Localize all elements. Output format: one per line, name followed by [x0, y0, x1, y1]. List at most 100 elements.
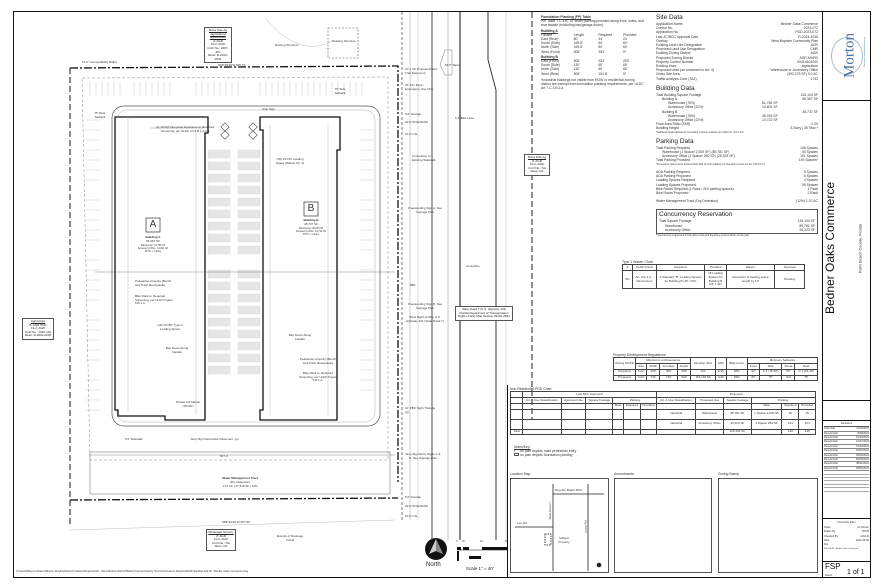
overlap-label: 5.0' Overlap — [405, 112, 422, 116]
sign-b-label: Freestanding Sign B, See Signage Plan — [407, 302, 443, 310]
pbc-sign-label: 10' PBC Sight Triangle, typ. — [405, 406, 436, 414]
neighbor-line: FLU: AGR — [211, 42, 225, 47]
row-buffer-label: 20.0' ROW Buffer — [405, 120, 429, 124]
building-b-sf: 48,737 SF — [304, 222, 318, 226]
parking-data-title: Parking Data — [656, 137, 694, 145]
site-data-row: Control No.2023-072 — [656, 26, 818, 31]
neighbor-line: FLU: AGR — [214, 537, 228, 542]
dim-total: 667.4' — [220, 454, 229, 458]
notes-item: •on plan depicts main pedestrian entry — [514, 449, 577, 454]
neighbor-line: Z: AGR — [216, 533, 226, 538]
building-a-detail: 35' Ht. | 1-Story — [144, 250, 162, 253]
fp-row: North (Side)130'65'65' — [541, 67, 628, 72]
notes-title: Notes/Key: — [514, 445, 531, 449]
waiver-chart: Type 1 Waiver Chart # ULDC Article Requi… — [622, 260, 805, 289]
subject-property: Subject Property — [558, 536, 570, 544]
concurrency-title: Concurrency Reservation — [659, 211, 733, 219]
neighbor-title: Agriculture — [30, 319, 46, 323]
neighbor-title: Bona Fide Ag — [527, 155, 546, 159]
existing-structure-label-2: Existing Structure — [332, 39, 356, 43]
fp-note: Per Table 7.C.3.B. 10' width planting pr… — [541, 19, 644, 28]
neighbor-box-east: Bona Fide Ag Z: AGR FLU: AGR Cntrl No.: … — [524, 154, 550, 176]
neighbor-box-south: Wholesale Nursery Z: AGR FLU: AGR Cntrl … — [206, 529, 236, 551]
scale-bar — [457, 547, 507, 561]
neighbor-box-north: Bona Fide Ag Agricultural Marketplace Z:… — [204, 27, 232, 64]
road-lyons: Lyons Rd — [583, 520, 588, 534]
scale-label: Scale 1" = 40' — [466, 566, 494, 571]
logo-swirl-icon — [831, 37, 863, 75]
entry-signs-label: Stop Sign Entry Signs C & D, See Signage… — [405, 452, 441, 460]
neighbor-line: Z: AGR — [532, 158, 542, 163]
fp-title: Foundation Planting (FP) Table — [541, 15, 591, 19]
building-b-detail: 35' Ht. | 1-Story — [302, 233, 320, 236]
scale-tick-40: 40 — [480, 540, 483, 543]
neighbor-line: Cntrl No.: 2007-267 — [207, 45, 229, 54]
waiver-table: # ULDC Article Required Provided Waiver … — [622, 264, 805, 289]
road-lee: Lee Rd — [517, 521, 527, 525]
neighbor-box-west: Agriculture Z: AGR-PUD FLU: AGR Cntrl No… — [22, 318, 54, 340]
neighbor-line: FLU: AGR — [530, 162, 544, 167]
building-data-row: Warehouse (78%)51,766 SF — [668, 101, 778, 106]
file-path: C:\Users\Maryori Velasco\Morton Dropbox\… — [16, 570, 249, 573]
rear-setback-label: 75' Rear Setback — [94, 111, 106, 119]
water-tract-title: Water Management Tract — [222, 476, 258, 480]
north-label: North — [426, 562, 441, 568]
sheet-code: FSP — [825, 562, 841, 571]
centerline-label: Centerline — [466, 264, 480, 268]
neighbor-line: Reso: R-2002-2205 — [24, 333, 52, 338]
neighbor-line: FLU: AGR — [31, 326, 45, 331]
concurrency-footnote: * Concurrency is approved for the above … — [656, 233, 750, 237]
building-data-row: Floor Area Ratio (FAR)0.29 — [656, 122, 818, 127]
ped-amenity-b-label: Pedestrian Amenity (Bench and Trash Rece… — [299, 357, 337, 365]
bike-rack-a-label: Bike Rack w. Required Screening, per ULD… — [135, 294, 173, 306]
incompat-buffer-label: 15.0' Incompatibility Buffer — [82, 60, 118, 64]
parking-row: Bike Racks Required (1 Rack / 200 parkin… — [656, 186, 818, 191]
fire-dept-label: 20' Fire Dept./ Emergency Use Only — [405, 83, 434, 91]
parking-footnote: *All required spaces to be located withi… — [656, 162, 765, 166]
loading-b-label: (18) 15'x40' Loading Space (Waiver No. 1… — [275, 157, 305, 165]
fp-row: North (Side)169.8'60'60' — [541, 45, 628, 50]
site-data-row: Gross Site Area(392,278 SF) 9.0 AC — [656, 72, 818, 77]
neighbor-line: Z: AGR-PUD — [29, 322, 47, 327]
building-b-name: Building B — [303, 218, 319, 222]
lift-station-label: Private Lift Station (15'x15') — [175, 400, 201, 408]
bike-lane-label: 6.4' Bike Lane — [455, 116, 474, 120]
scale-tick-20: 20 — [462, 540, 465, 543]
parking-row: Accessory Office (1 Space/ 250 SF) (25,3… — [662, 154, 818, 159]
neighbor-line: Cntrl No.: 1997-104 — [24, 329, 52, 334]
fp-row: South (Side)169.8'60'60' — [541, 41, 628, 46]
title-block: Morton Planning | Landscape Architecture… — [822, 11, 871, 578]
neighbor-line: Reso: NA — [530, 169, 544, 174]
palm-tran-label: 10' x 30' Proposed Palm Tran Easement — [405, 67, 438, 75]
bearing-north: N89°29'49"E 525.74' — [218, 63, 246, 67]
project-name-area: Bedner Oaks Commerce Palm Beach County, … — [823, 101, 870, 401]
building-b-detail: Warehouse: 38,015 SF — [298, 227, 324, 230]
pdr-title: Property Development Regulations — [613, 353, 666, 357]
fp-building-a: Building A — [541, 28, 558, 33]
foundation-planting-swatch-icon — [514, 453, 519, 457]
drainage-label: Extents of Drainage Canal — [276, 534, 304, 542]
road-sr7: State Road 7 — [547, 502, 552, 520]
